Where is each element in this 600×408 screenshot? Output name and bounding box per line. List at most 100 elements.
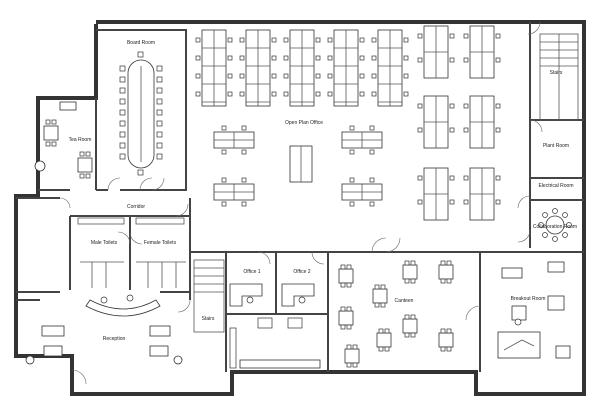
room-labels: Board Room Tea Room Open Plan Office Sta…	[69, 40, 578, 342]
chair	[440, 278, 446, 284]
chair	[227, 37, 233, 43]
female-toilets-label: Female Toilets	[144, 240, 177, 246]
chair	[369, 201, 375, 207]
chair	[283, 37, 289, 43]
canteen-table	[402, 318, 418, 334]
chair	[446, 328, 452, 334]
chair	[119, 98, 126, 105]
chair	[352, 362, 358, 368]
chair	[463, 199, 469, 205]
chair	[404, 332, 410, 338]
stairs-top-label: Stairs	[550, 70, 563, 76]
chair	[119, 142, 126, 149]
stairs-top-graphic	[539, 33, 579, 121]
chair	[371, 55, 377, 61]
chair	[271, 55, 277, 61]
toilet-fixtures	[77, 217, 186, 288]
exterior-walls	[14, 20, 586, 396]
chair	[446, 278, 452, 284]
chair	[374, 284, 380, 290]
canteen-table	[438, 332, 454, 348]
chair	[271, 37, 277, 43]
chair	[349, 201, 355, 207]
chair	[410, 278, 416, 284]
chair	[119, 120, 126, 127]
chair	[221, 125, 227, 131]
chair	[346, 282, 352, 288]
chair	[340, 306, 346, 312]
chair	[380, 284, 386, 290]
chair	[359, 55, 365, 61]
chair	[119, 109, 126, 116]
chair	[346, 362, 352, 368]
chair	[227, 91, 233, 97]
chair	[156, 76, 163, 83]
office-2-label: Office 2	[293, 269, 310, 275]
chair	[327, 37, 333, 43]
chair	[156, 65, 163, 72]
office-furniture	[229, 283, 321, 369]
stairs-bottom-graphic	[193, 259, 225, 333]
chair	[463, 57, 469, 63]
stairs-bottom-label: Stairs	[202, 316, 215, 322]
chair	[119, 153, 126, 160]
chair	[417, 103, 423, 109]
chair	[384, 346, 390, 352]
chair	[239, 55, 245, 61]
chair	[315, 37, 321, 43]
chair	[495, 33, 501, 39]
chair	[156, 109, 163, 116]
chair	[346, 264, 352, 270]
canteen-table	[438, 264, 454, 280]
chair	[369, 149, 375, 155]
chair	[346, 344, 352, 350]
chair	[195, 55, 201, 61]
chair	[195, 37, 201, 43]
electrical-room-label: Electrical Room	[538, 183, 573, 189]
chair	[417, 33, 423, 39]
tea-room-label: Tea Room	[69, 137, 92, 143]
chair	[156, 131, 163, 138]
open-plan-office-label: Open Plan Office	[285, 120, 323, 126]
chair	[227, 55, 233, 61]
collaboration-room-label: Collaboration Room	[533, 224, 577, 230]
chair	[119, 76, 126, 83]
office-1-label: Office 1	[243, 269, 260, 275]
canteen-tables	[338, 260, 454, 368]
chair	[384, 328, 390, 334]
chair	[156, 98, 163, 105]
chair	[156, 142, 163, 149]
chair	[241, 201, 247, 207]
chair	[463, 103, 469, 109]
canteen-label: Canteen	[395, 298, 414, 304]
corridor-label: Corridor	[127, 204, 145, 210]
reception-desk	[25, 294, 183, 365]
chair	[403, 55, 409, 61]
reception-label: Reception	[103, 336, 126, 342]
chair	[463, 175, 469, 181]
chair	[369, 177, 375, 183]
chair	[495, 57, 501, 63]
chair	[440, 260, 446, 266]
canteen-table	[402, 264, 418, 280]
chair	[119, 87, 126, 94]
canteen-table	[372, 288, 388, 304]
chair	[410, 314, 416, 320]
doors	[59, 21, 543, 385]
chair	[417, 127, 423, 133]
chair	[440, 346, 446, 352]
chair	[449, 33, 455, 39]
chair	[137, 169, 144, 176]
chair	[349, 149, 355, 155]
chair	[221, 201, 227, 207]
chair	[349, 125, 355, 131]
tea-room-furniture	[34, 101, 93, 179]
chair	[241, 125, 247, 131]
chair	[349, 177, 355, 183]
chair	[239, 37, 245, 43]
board-room-label: Board Room	[127, 40, 155, 46]
chair	[156, 120, 163, 127]
chair	[404, 278, 410, 284]
chair	[340, 324, 346, 330]
interior-walls	[16, 22, 584, 372]
